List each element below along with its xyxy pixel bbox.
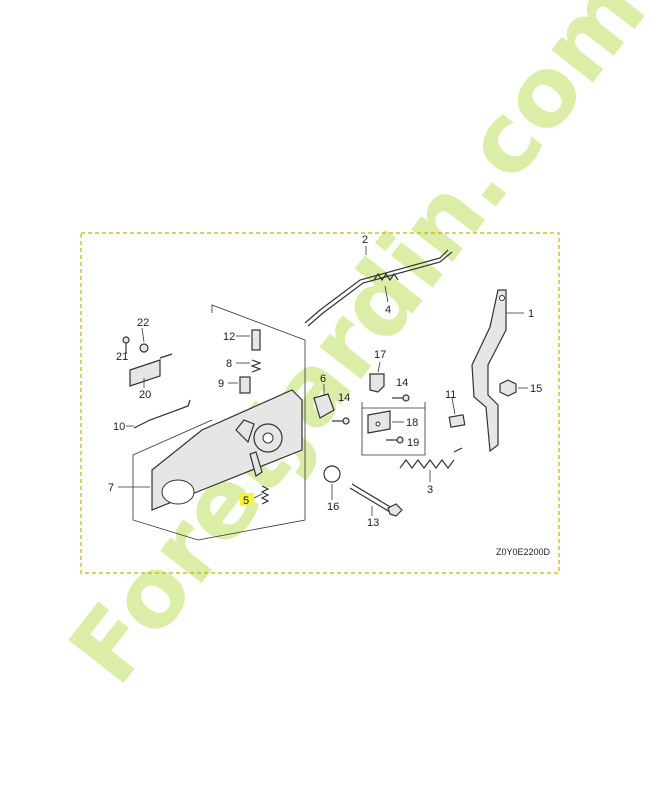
label-part-14-a: 14	[338, 392, 350, 404]
governor-assembly	[235, 419, 283, 477]
diagram-frame	[80, 232, 560, 574]
part-6	[313, 384, 335, 419]
bolts-14-19	[332, 394, 410, 444]
label-part-22: 22	[137, 317, 149, 329]
label-part-11: 11	[445, 389, 456, 401]
label-part-13: 13	[367, 517, 379, 529]
parts-20-21-22	[122, 327, 173, 388]
part-labels: 1 2 3 4 5 6 7 8 9 10 11 12 13 14 14 15 1…	[108, 234, 542, 529]
diagram-code: Z0Y0E2200D	[496, 547, 551, 557]
part-4-spring	[373, 272, 399, 303]
label-part-16: 16	[327, 501, 339, 513]
label-part-21: 21	[116, 351, 128, 363]
part-7-plate	[118, 389, 303, 511]
part-16-spring	[323, 465, 341, 500]
group-outline	[132, 304, 426, 541]
label-part-7: 7	[108, 482, 114, 494]
part-15-nut	[499, 379, 528, 397]
label-part-4: 4	[385, 304, 391, 316]
label-part-1: 1	[528, 308, 534, 320]
label-part-19: 19	[407, 437, 419, 449]
label-part-18: 18	[406, 417, 418, 429]
watermark-text: ForetJardin.com	[48, 0, 652, 704]
label-part-14-b: 14	[396, 377, 408, 389]
parts-12-8-9	[228, 329, 262, 394]
label-part-8: 8	[226, 358, 232, 370]
label-part-2: 2	[362, 234, 368, 246]
part-11	[448, 397, 466, 428]
part-18-bracket	[367, 410, 404, 434]
part-10-rod	[126, 399, 191, 429]
label-part-6: 6	[320, 373, 326, 385]
part-17	[369, 361, 385, 393]
label-part-15: 15	[530, 383, 542, 395]
part-5-spring	[253, 485, 270, 505]
part-2-cable	[304, 246, 453, 327]
label-part-12: 12	[223, 331, 235, 343]
label-part-17: 17	[374, 349, 386, 361]
highlight-part-5	[240, 493, 254, 506]
watermark: ForetJardin.com	[48, 0, 652, 704]
label-part-9: 9	[218, 378, 224, 390]
part-1-lever	[471, 289, 524, 453]
label-part-5: 5	[243, 495, 249, 507]
part-13-bolt	[349, 483, 403, 517]
label-part-20: 20	[139, 389, 151, 401]
part-3-spring	[399, 447, 463, 482]
label-part-10: 10	[113, 421, 125, 433]
label-part-3: 3	[427, 484, 433, 496]
